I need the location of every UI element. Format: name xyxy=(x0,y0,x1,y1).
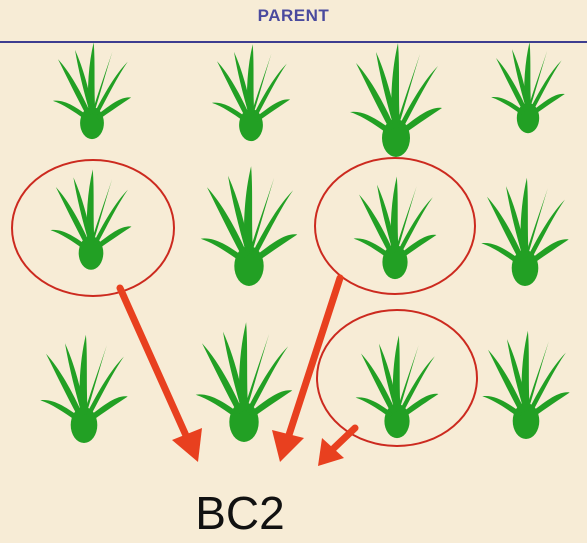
plant-icon xyxy=(354,177,437,280)
arrow-to-bc2 xyxy=(272,278,340,462)
bc2-label: BC2 xyxy=(0,486,480,540)
plant-icon xyxy=(53,42,131,139)
plant-icon xyxy=(356,336,439,439)
plant-icon xyxy=(350,43,442,157)
arrow-to-bc2 xyxy=(120,288,202,462)
plant-icon xyxy=(212,44,290,141)
plant-icon xyxy=(201,166,298,286)
arrow-to-bc2 xyxy=(318,428,355,466)
plant-icon xyxy=(196,322,293,442)
plant-icon xyxy=(51,169,132,269)
plant-icon xyxy=(491,42,565,133)
plant-icon xyxy=(40,335,127,443)
plant-icon xyxy=(481,178,568,286)
plant-icon xyxy=(482,331,569,439)
